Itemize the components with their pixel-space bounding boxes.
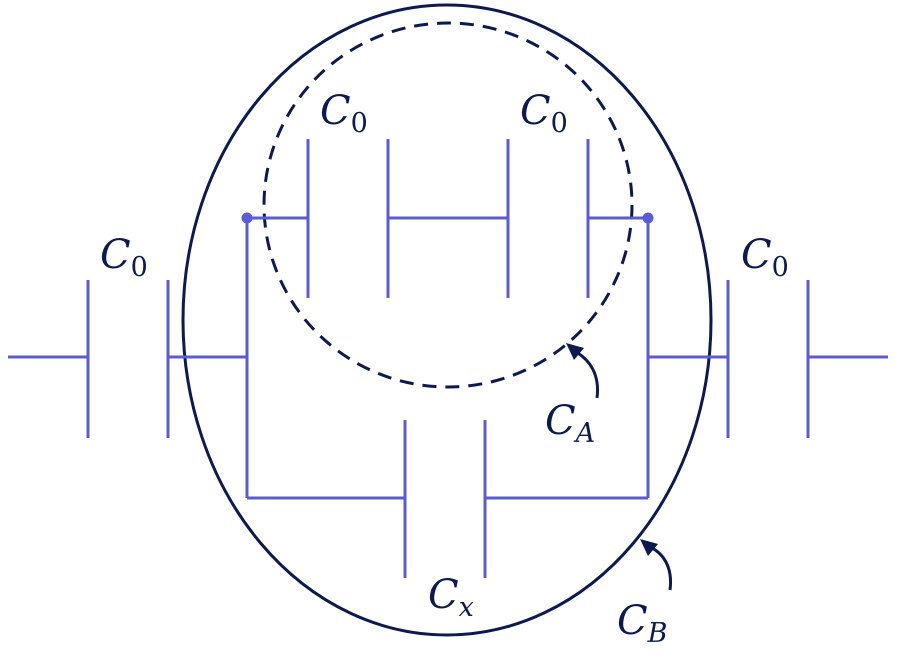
label-cb: CB (617, 598, 667, 649)
arrow-cb (649, 545, 673, 591)
node-right (642, 212, 654, 224)
loop-b (181, 3, 713, 637)
label-c0-right: C0 (741, 232, 789, 283)
arrow-ca (575, 350, 600, 399)
label-ca: CA (545, 398, 595, 449)
arrow-ca-head (566, 343, 584, 360)
label-c0-top-left: C0 (320, 88, 368, 139)
label-cx: Cx (428, 572, 474, 623)
label-c0-top-right: C0 (520, 88, 568, 139)
loop-a (262, 21, 634, 389)
arrow-cb-head (640, 539, 658, 556)
label-c0-left: C0 (100, 232, 148, 283)
